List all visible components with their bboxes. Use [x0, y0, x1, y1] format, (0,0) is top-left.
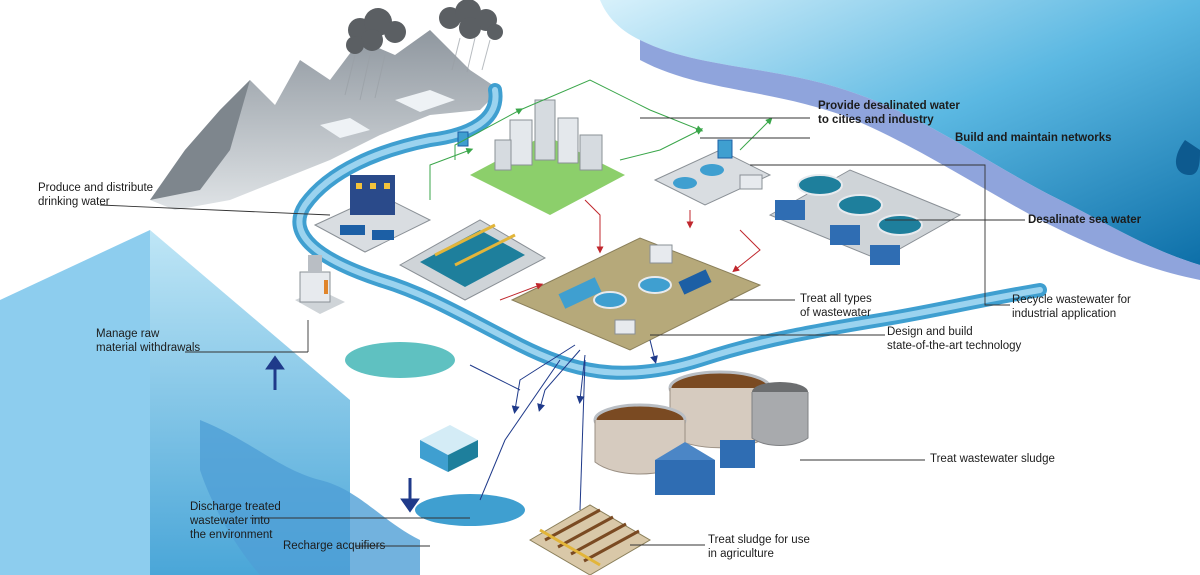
- snow-patch-2: [320, 118, 370, 138]
- wastewater-plant: [510, 237, 762, 351]
- reservoir-lake: [345, 342, 455, 378]
- label-build-networks: Build and maintain networks: [955, 132, 1112, 144]
- green-flow-arrows: [429, 79, 773, 200]
- rain: [344, 37, 491, 101]
- raw-water-intake: [295, 255, 345, 314]
- city: [470, 99, 625, 215]
- label-treat-sludge: Treat wastewater sludge: [930, 453, 1055, 465]
- mountain-shadow: [150, 80, 250, 200]
- sludge-tanks: [593, 370, 809, 495]
- label-desalinate-sea: Desalinate sea water: [1028, 214, 1142, 226]
- water-tower: [457, 131, 469, 147]
- snow-patch: [395, 90, 455, 112]
- discharge-pond: [415, 494, 525, 526]
- label-recharge-acquifiers: Recharge acquifiers: [283, 540, 386, 552]
- sea-shore-band: [640, 40, 1200, 280]
- cloud-1: [346, 8, 406, 54]
- river-light: [296, 87, 1043, 376]
- water-drop-icon: [1175, 140, 1200, 175]
- acquifer-shape: [200, 420, 420, 575]
- leader-lines: [99, 117, 1025, 547]
- mountains: [150, 30, 500, 210]
- blue-flow-arrows: [469, 339, 658, 511]
- red-flow-arrows: [499, 199, 761, 301]
- big-blue-arrows: [265, 355, 420, 513]
- settling-basins: [398, 219, 547, 301]
- cloud-2: [439, 0, 503, 40]
- recycling-plant: [653, 139, 772, 206]
- storage-box: [420, 425, 478, 472]
- left-water-edge: [0, 230, 150, 575]
- sludge-drying-beds: [529, 504, 651, 575]
- drinking-water-plant: [313, 175, 432, 253]
- sea: [600, 0, 1200, 265]
